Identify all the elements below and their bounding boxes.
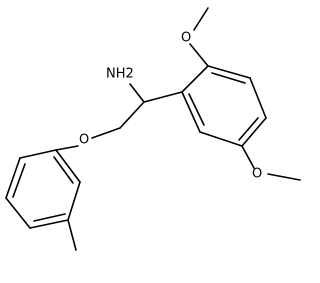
ring2-bond-6: [55, 149, 81, 183]
bond-ch-to-ch2: [119, 101, 145, 129]
molecule-structure: NH2 O O O: [5, 7, 301, 251]
bond-ether-o-to-ring2: [55, 145, 79, 151]
bond-top-o-to-methyl: [193, 7, 209, 31]
bond-ch2-to-ether-o: [91, 127, 121, 139]
chain-bonds: [91, 83, 183, 139]
ring1-bond-5: [199, 131, 243, 147]
amine-label: NH2: [106, 67, 134, 82]
ring1-bond-4: [241, 117, 267, 147]
bond-ring-to-bottom-o: [241, 145, 255, 169]
bond-ring-to-top-o: [189, 43, 209, 67]
methoxy-bottom: [241, 145, 301, 181]
ring2-double-2: [33, 213, 66, 222]
ring1-double-1: [211, 72, 246, 84]
ring1-double-3: [188, 93, 205, 126]
ring2-bond-4: [29, 219, 69, 229]
ring1-bond-1: [181, 65, 209, 93]
methoxy-top: [189, 7, 209, 67]
bond-ring2-to-methyl: [67, 219, 77, 251]
ring2-bond-3: [5, 197, 31, 229]
ring2-bond-2: [5, 157, 21, 199]
bond-ch-to-ring1: [143, 91, 183, 103]
ring1-bond-6: [181, 91, 201, 133]
bond-ch-to-nh2: [129, 83, 145, 103]
bond-bottom-o-to-methyl: [267, 173, 301, 181]
ring1-bond-2: [207, 65, 251, 79]
ether-oxygen-label: O: [79, 133, 89, 148]
ring2-double-3: [53, 156, 74, 184]
methoxy-top-oxygen-label: O: [181, 31, 191, 46]
ring2-bond-1: [19, 149, 57, 159]
dimethoxyphenyl-ring: [181, 65, 267, 147]
methoxy-bottom-oxygen-label: O: [252, 167, 262, 182]
ring2-double-1: [12, 163, 26, 198]
ring1-double-2: [238, 117, 259, 141]
ring2-bond-5: [67, 181, 81, 221]
ring1-bond-3: [249, 77, 267, 119]
tolyl-ring: [5, 145, 81, 251]
